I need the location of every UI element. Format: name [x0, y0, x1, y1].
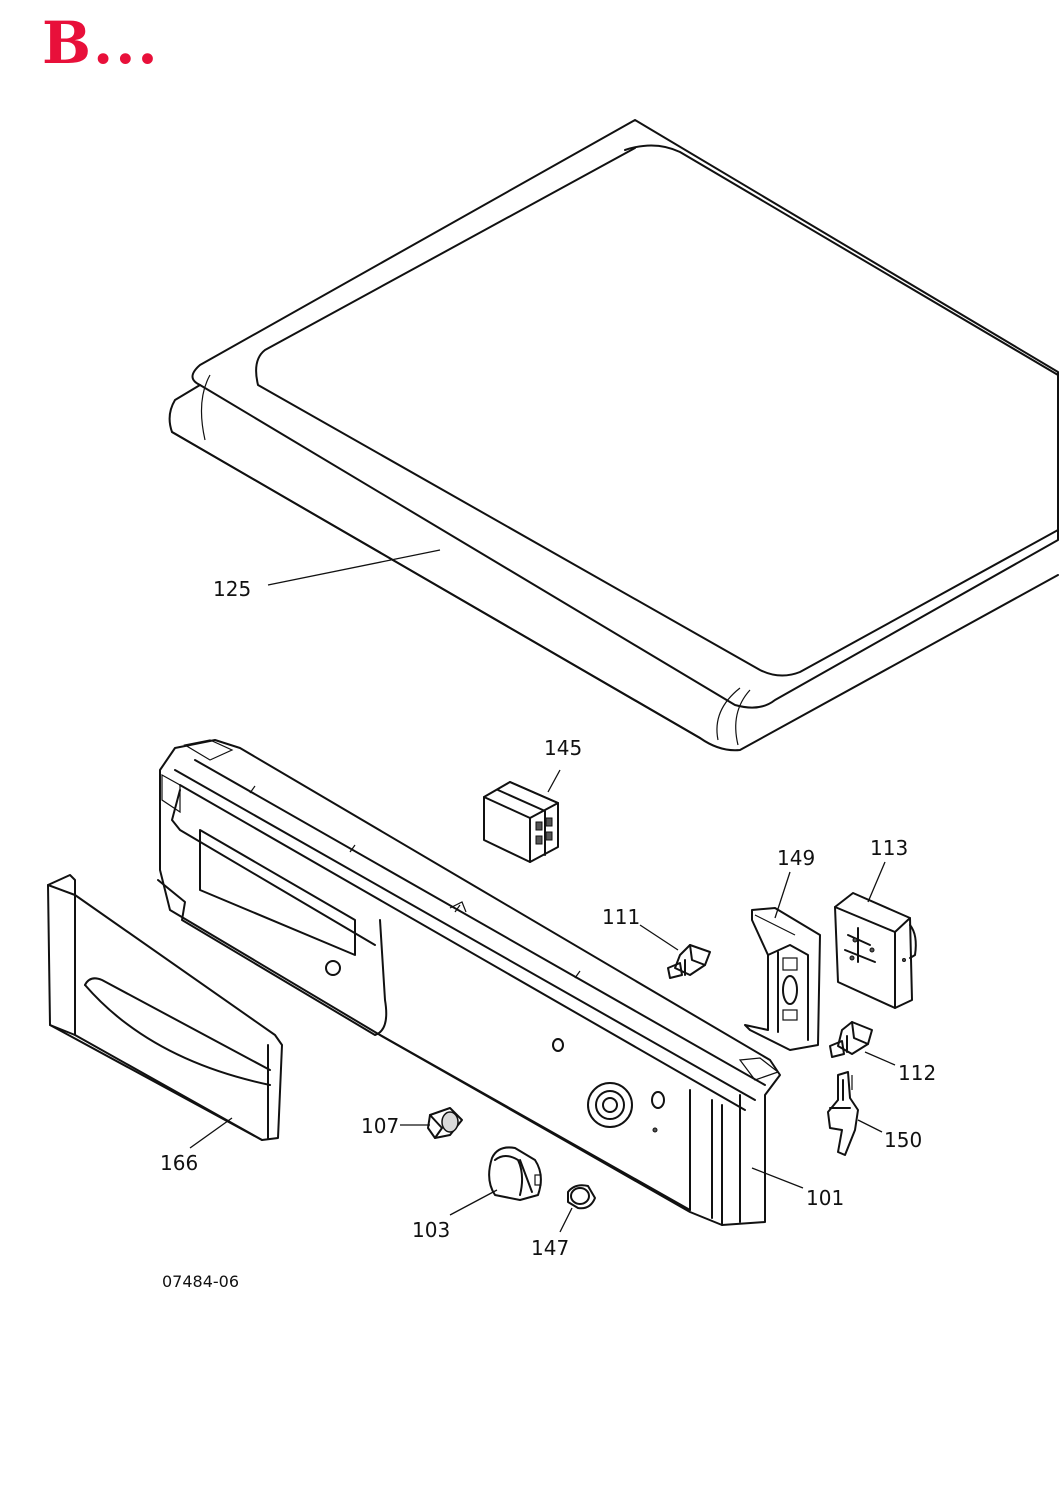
label-145: 145 — [544, 736, 583, 760]
part-103-program-knob — [488, 1146, 542, 1201]
part-166-trim-cover — [47, 874, 283, 1141]
part-150-sensor-bracket — [827, 1071, 859, 1156]
label-149: 149 — [777, 846, 816, 870]
label-113: 113 — [870, 836, 909, 860]
leader-150 — [857, 1119, 883, 1133]
part-113-timer-module — [834, 892, 917, 1009]
part-145-connector-block — [483, 781, 559, 863]
page-title: B... — [42, 9, 160, 77]
leader-125 — [267, 549, 441, 586]
part-107-small-knob — [427, 1107, 463, 1139]
drawing-code: 07484-06 — [162, 1272, 240, 1291]
label-166: 166 — [160, 1151, 199, 1175]
label-107: 107 — [361, 1114, 400, 1138]
label-150: 150 — [884, 1128, 923, 1152]
part-112-switch — [829, 1021, 873, 1058]
label-101: 101 — [806, 1186, 845, 1210]
label-112: 112 — [898, 1061, 937, 1085]
part-149-bracket — [744, 907, 821, 1051]
part-101-control-panel — [157, 739, 781, 1226]
part-125-top-lid — [168, 119, 1059, 752]
part-147-button — [567, 1184, 596, 1210]
label-125: 125 — [213, 577, 252, 601]
leader-112 — [864, 1051, 896, 1066]
leader-111 — [639, 924, 679, 951]
leader-103 — [449, 1189, 498, 1216]
leader-149 — [774, 871, 791, 919]
leader-166 — [189, 1117, 233, 1149]
leader-101 — [751, 1167, 804, 1189]
label-147: 147 — [531, 1236, 570, 1260]
leader-147 — [559, 1207, 573, 1233]
leader-113 — [867, 861, 886, 903]
label-103: 103 — [412, 1218, 451, 1242]
label-111: 111 — [602, 905, 641, 929]
part-111-switch — [667, 944, 711, 979]
leader-145 — [547, 769, 561, 793]
